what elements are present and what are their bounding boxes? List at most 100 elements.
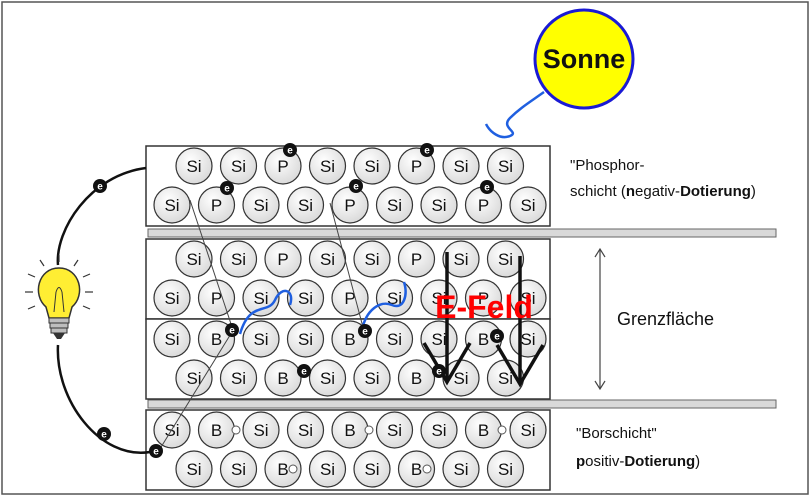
atom-symbol: Si bbox=[431, 289, 446, 308]
hole-icon bbox=[364, 425, 374, 435]
svg-text:e: e bbox=[362, 327, 368, 338]
atom-p: P bbox=[331, 279, 369, 317]
atom-si: Si bbox=[375, 279, 414, 317]
electron-icon: e bbox=[149, 444, 163, 458]
atom-si: Si bbox=[286, 186, 325, 224]
atom-symbol: Si bbox=[364, 460, 379, 479]
atom-si: Si bbox=[353, 240, 391, 278]
atom-si: Si bbox=[442, 450, 480, 488]
atom-si: Si bbox=[153, 320, 191, 358]
n-layer-label-line2: schicht (negativ-Dotierung) bbox=[570, 183, 756, 200]
atom-symbol: Si bbox=[431, 330, 446, 349]
hole-icon bbox=[422, 464, 432, 474]
electron-icon: e bbox=[432, 364, 446, 378]
atom-p: P bbox=[464, 279, 503, 317]
atom-si: Si bbox=[286, 411, 325, 449]
n-layer-label-line1: "Phosphor- bbox=[570, 157, 645, 174]
atom-symbol: B bbox=[344, 330, 355, 349]
hole-icon bbox=[497, 425, 507, 435]
external-circuit bbox=[56, 166, 151, 454]
atom-symbol: Si bbox=[431, 421, 446, 440]
sun-label: Sonne bbox=[543, 44, 626, 74]
atom-symbol: Si bbox=[387, 330, 402, 349]
atom-symbol: Si bbox=[320, 460, 335, 479]
atom-symbol: Si bbox=[298, 421, 313, 440]
svg-text:e: e bbox=[424, 146, 430, 157]
atom-si: Si bbox=[375, 411, 414, 449]
atom-symbol: P bbox=[411, 157, 422, 176]
atom-si: Si bbox=[420, 320, 458, 358]
atom-symbol: Si bbox=[364, 250, 379, 269]
atom-b: B bbox=[331, 411, 369, 449]
atom-b: B bbox=[264, 359, 302, 397]
atom-b: B bbox=[464, 411, 503, 449]
atom-si: Si bbox=[242, 279, 280, 317]
svg-text:e: e bbox=[229, 326, 235, 337]
atom-symbol: P bbox=[277, 157, 288, 176]
p-layer-label-line2: positiv-Dotierung) bbox=[576, 453, 700, 470]
atom-symbol: Si bbox=[431, 196, 446, 215]
svg-text:e: e bbox=[97, 182, 103, 193]
atom-symbol: B bbox=[277, 460, 288, 479]
atom-symbol: B bbox=[478, 421, 489, 440]
atom-symbol: Si bbox=[164, 289, 179, 308]
atom-p: P bbox=[331, 186, 369, 224]
e-field-label: E-Feld bbox=[435, 289, 533, 325]
photon-paths bbox=[238, 281, 407, 335]
svg-text:e: e bbox=[224, 184, 230, 195]
atom-si: Si bbox=[353, 450, 391, 488]
p-layer-label-line1: "Borschicht" bbox=[576, 425, 657, 442]
atom-si: Si bbox=[375, 320, 414, 358]
atom-symbol: Si bbox=[498, 250, 513, 269]
atom-si: Si bbox=[420, 186, 458, 224]
atom-b: B bbox=[397, 450, 436, 488]
atom-si: Si bbox=[219, 359, 258, 397]
atom-symbol: Si bbox=[320, 157, 335, 176]
atom-si: Si bbox=[153, 279, 191, 317]
atom-symbol: B bbox=[211, 421, 222, 440]
separator-bar-top bbox=[147, 228, 777, 238]
atom-p: P bbox=[264, 147, 302, 185]
atom-si: Si bbox=[219, 240, 258, 278]
atom-symbol: Si bbox=[320, 250, 335, 269]
atom-symbol: B bbox=[478, 330, 489, 349]
atom-symbol: Si bbox=[186, 157, 201, 176]
atom-symbol: Si bbox=[231, 369, 246, 388]
electron-icon: e bbox=[349, 179, 363, 193]
atom-symbol: Si bbox=[520, 421, 535, 440]
sun-group: Sonne bbox=[533, 8, 635, 110]
atom-symbol: P bbox=[277, 250, 288, 269]
atom-si: Si bbox=[308, 240, 347, 278]
light-bulb-icon bbox=[25, 255, 93, 339]
electron-icon: e bbox=[93, 179, 107, 193]
atom-symbol: B bbox=[411, 460, 422, 479]
atom-symbol: P bbox=[411, 250, 422, 269]
atom-si: Si bbox=[175, 147, 213, 185]
atom-symbol: Si bbox=[453, 250, 468, 269]
separator-bar-bottom bbox=[147, 399, 777, 409]
atom-symbol: Si bbox=[498, 157, 513, 176]
atom-si: Si bbox=[175, 359, 213, 397]
atom-symbol: Si bbox=[364, 157, 379, 176]
atom-si: Si bbox=[353, 147, 391, 185]
electron-icon: e bbox=[297, 364, 311, 378]
svg-text:e: e bbox=[494, 332, 500, 343]
atom-si: Si bbox=[353, 359, 391, 397]
hole-icon bbox=[231, 425, 241, 435]
svg-text:e: e bbox=[436, 367, 442, 378]
atom-symbol: Si bbox=[298, 330, 313, 349]
atom-symbol: Si bbox=[164, 196, 179, 215]
atom-symbol: Si bbox=[253, 196, 268, 215]
atom-p: P bbox=[397, 147, 436, 185]
hole-icon bbox=[288, 464, 298, 474]
atom-si: Si bbox=[308, 359, 347, 397]
atom-si: Si bbox=[242, 320, 280, 358]
atom-si: Si bbox=[442, 359, 480, 397]
atom-symbol: Si bbox=[231, 250, 246, 269]
atom-symbol: P bbox=[478, 289, 489, 308]
atom-si: Si bbox=[175, 240, 213, 278]
atom-symbol: Si bbox=[298, 289, 313, 308]
atom-si: Si bbox=[442, 240, 480, 278]
